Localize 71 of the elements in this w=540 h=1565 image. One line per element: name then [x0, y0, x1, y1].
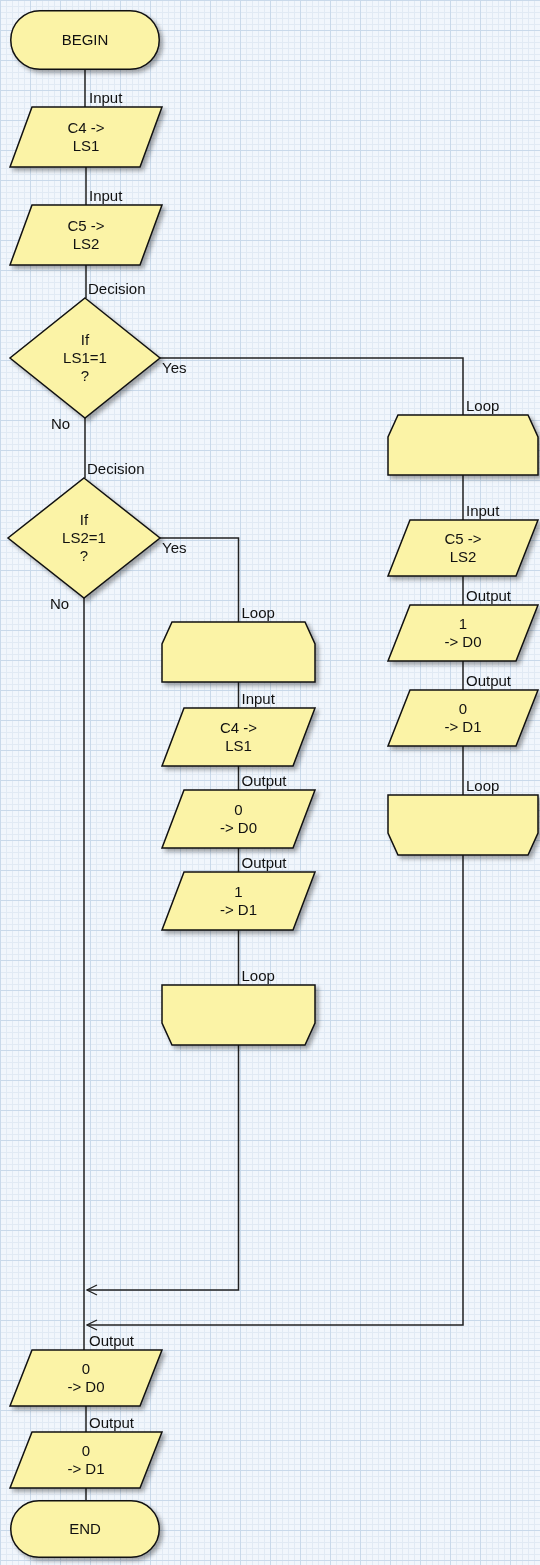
loop-start-shape [388, 415, 538, 475]
connector-line [462, 745, 464, 796]
node-text: If LS1=1 ? [62, 331, 108, 385]
node-text: BEGIN [61, 31, 109, 49]
node-text: 1 -> D0 [444, 615, 482, 651]
io-parallelogram [162, 790, 315, 848]
node-text: 0 -> D1 [444, 700, 482, 736]
io-parallelogram [162, 872, 315, 930]
step-type-label: Decision [88, 281, 146, 296]
step-type-label: Input [89, 188, 123, 203]
step-type-label: Output [89, 1333, 135, 1348]
connector-line [85, 1487, 87, 1501]
connector-line [86, 854, 464, 1331]
io-parallelogram [10, 205, 162, 265]
io-parallelogram [388, 605, 538, 661]
loop-start-shape [162, 622, 315, 682]
terminator-shape [10, 1500, 160, 1558]
edge-label: Yes [162, 540, 187, 555]
step-type-label: Loop [241, 968, 275, 983]
edge-label: No [50, 596, 70, 611]
node-text: If LS2=1 ? [61, 511, 107, 565]
node-text: 0 -> D0 [67, 1360, 105, 1396]
connector-line [462, 575, 464, 606]
connector-line [85, 1405, 87, 1433]
node-text: C4 -> LS1 [219, 719, 258, 755]
step-type-label: Output [466, 588, 512, 603]
connector-line [85, 264, 87, 299]
connector-line [86, 1044, 240, 1296]
step-type-label: Input [466, 503, 500, 518]
step-type-label: Loop [466, 398, 500, 413]
node-text: 1 -> D1 [219, 883, 258, 919]
step-type-label: Input [241, 691, 275, 706]
io-parallelogram [388, 690, 538, 746]
connector-line [462, 660, 464, 691]
step-type-label: Loop [466, 778, 500, 793]
terminator-shape [10, 10, 160, 70]
io-parallelogram [388, 520, 538, 576]
io-parallelogram [162, 708, 315, 766]
decision-diamond [8, 478, 160, 598]
node-text: C5 -> LS2 [444, 530, 482, 566]
io-parallelogram [10, 1350, 162, 1406]
connector-line [237, 681, 240, 709]
edge-label: No [51, 416, 71, 431]
step-type-label: Decision [87, 461, 145, 476]
io-parallelogram [10, 1432, 162, 1488]
loop-end-shape [162, 985, 315, 1045]
io-parallelogram [10, 107, 162, 167]
loop-end-shape [388, 795, 538, 855]
connector-line [237, 929, 240, 986]
connector-line [85, 166, 87, 206]
connector-line [84, 417, 86, 479]
decision-diamond [10, 298, 160, 418]
connector-line [159, 357, 464, 416]
node-text: END [69, 1520, 101, 1538]
step-type-label: Loop [241, 605, 275, 620]
node-text: 0 -> D0 [219, 801, 258, 837]
step-type-label: Output [241, 855, 287, 870]
connector-line [83, 597, 85, 1351]
connector-line [84, 69, 86, 108]
connector-line [237, 847, 240, 873]
edge-label: Yes [162, 360, 187, 375]
connector-line [462, 474, 464, 521]
step-type-label: Output [466, 673, 512, 688]
connector-line [159, 537, 240, 623]
connector-line [237, 765, 240, 791]
node-text: C4 -> LS1 [67, 119, 105, 155]
step-type-label: Output [89, 1415, 135, 1430]
step-type-label: Output [241, 773, 287, 788]
step-type-label: Input [89, 90, 123, 105]
node-text: 0 -> D1 [67, 1442, 105, 1478]
node-text: C5 -> LS2 [67, 217, 105, 253]
